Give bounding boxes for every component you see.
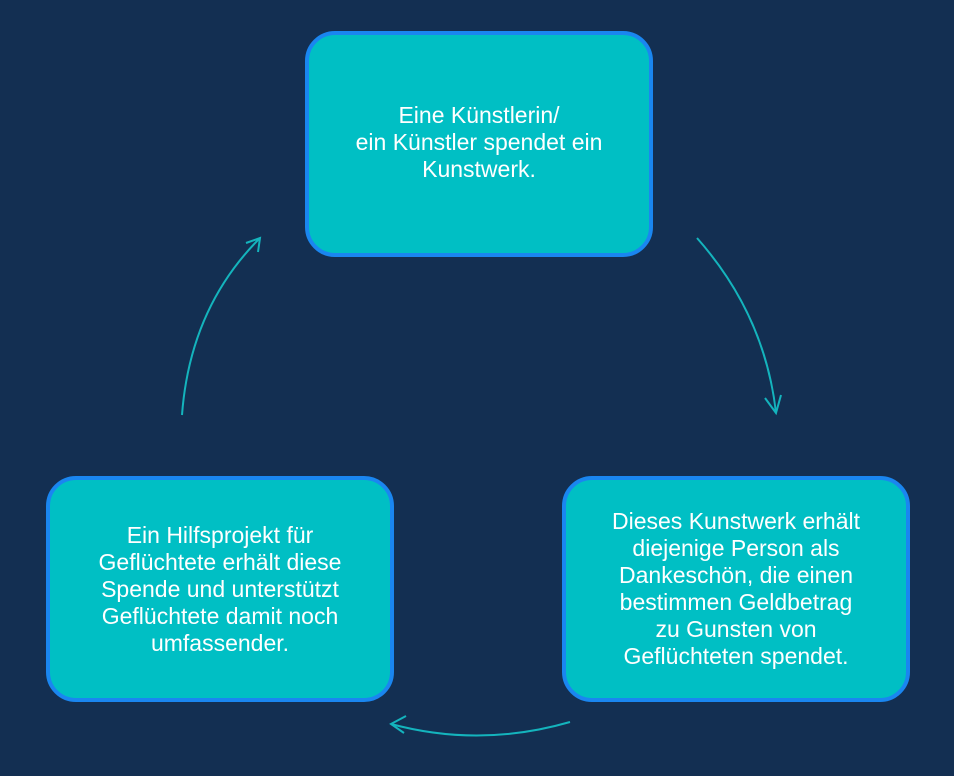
arrowhead-right-to-left [389,715,407,734]
node-text-line: Geflüchtete damit noch [101,602,339,629]
arrow-top-to-right [696,237,777,414]
node-artist-donates-text: Eine Künstlerin/ ein Künstler spendet ei… [309,102,649,183]
node-text-line: Geflüchtete erhält diese [98,548,342,575]
node-donor-receives-artwork-text: Dieses Kunstwerk erhält diejenige Person… [566,508,906,670]
node-text-line: umfassender. [150,629,290,656]
node-text-line: zu Gunsten von [655,616,817,642]
node-text-line: Dieses Kunstwerk erhält [612,508,860,534]
node-text-line: bestimmen Geldbetrag [619,589,853,615]
arrowhead-top-to-right [764,394,782,416]
node-text-line: ein Künstler spendet ein [355,129,603,155]
node-text-line: Eine Künstlerin/ [398,102,560,128]
arrow-right-to-left [390,721,571,737]
node-aid-project-text: Ein Hilfsprojekt für Geflüchtete erhält … [50,522,390,657]
node-aid-project-receives-donation: Ein Hilfsprojekt für Geflüchtete erhält … [46,476,394,702]
node-text-line: Ein Hilfsprojekt für [126,521,314,548]
node-text-line: Geflüchteten spendet. [623,643,849,669]
node-text-line: Spende und unterstützt [101,575,339,602]
node-text-line: Kunstwerk. [422,156,536,182]
arrow-left-to-top [181,237,261,416]
node-text-line: Dankeschön, die einen [619,562,853,588]
arrowhead-left-to-top [245,236,262,253]
node-text-line: diejenige Person als [632,535,840,561]
node-artist-donates: Eine Künstlerin/ ein Künstler spendet ei… [305,31,653,257]
node-donor-receives-artwork: Dieses Kunstwerk erhält diejenige Person… [562,476,910,702]
